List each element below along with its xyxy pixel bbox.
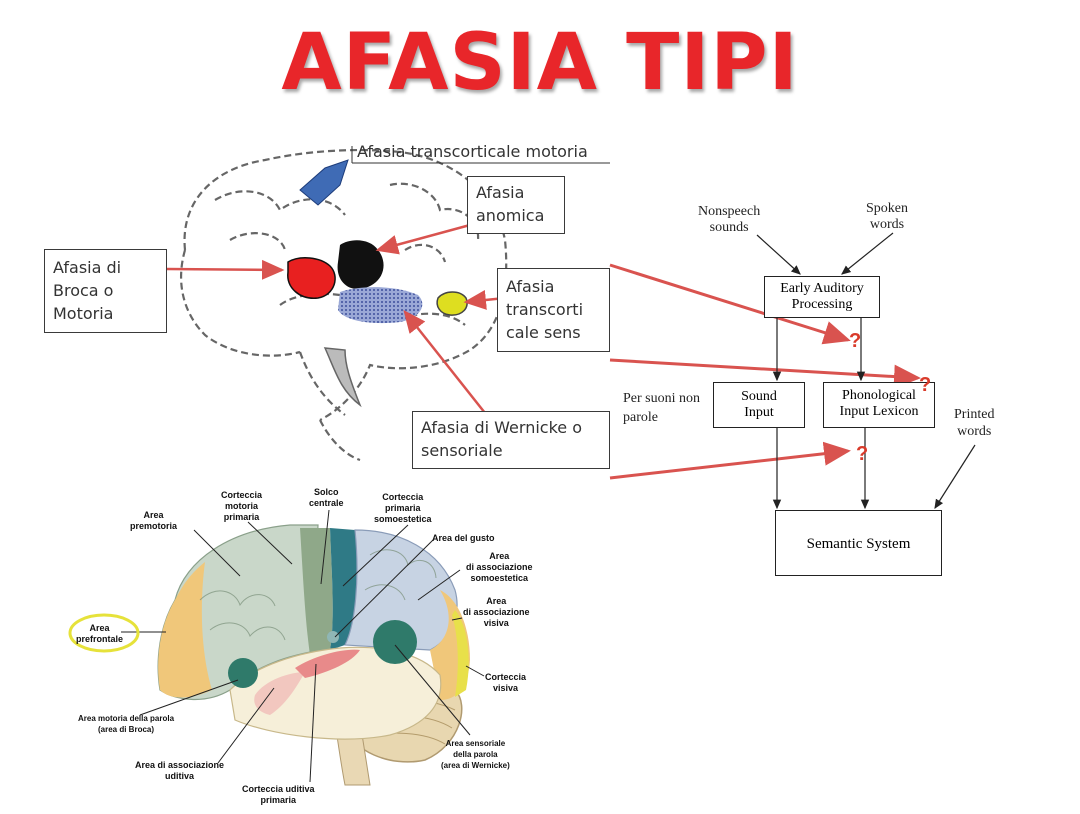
label-corteccia-somoestetica: Corteccia primaria somoestetica [374, 492, 432, 524]
wernicke-area [373, 620, 417, 664]
box-afasia-anomica: Afasia anomica [467, 176, 565, 234]
box-early-auditory-processing: Early Auditory Processing [764, 276, 880, 318]
box-afasia-transcorticale-sens: Afasia transcorti cale sens [497, 268, 610, 352]
label-solco-centrale: Solco centrale [309, 487, 344, 508]
question-mark-early: ? [849, 330, 862, 352]
box-semantic-system: Semantic System [775, 510, 942, 576]
somatosensory-strip [330, 528, 357, 650]
auditory-primary [295, 649, 360, 678]
label-corteccia-uditiva-primaria: Corteccia uditiva primaria [242, 784, 315, 805]
label-assoc-somoestetica: Area di associazione somoestetica [466, 551, 533, 583]
label-area-prefrontale: Area prefrontale [76, 623, 124, 644]
question-mark-semantic: ? [856, 443, 869, 465]
label-corteccia-motoria: Corteccia motoria primaria [221, 490, 263, 522]
box-afasia-wernicke: Afasia di Wernicke o sensoriale [412, 411, 610, 469]
box-afasia-broca: Afasia di Broca o Motoria [44, 249, 167, 333]
label-area-premotoria: Area premotoria [130, 510, 178, 531]
label-transcorticale-motoria: Afasia transcorticale motoria [357, 142, 588, 161]
label-assoc-visiva: Area di associazione visiva [463, 596, 530, 628]
page-title: AFASIA TIPI [281, 18, 799, 108]
label-area-broca: Area motoria della parola (area di Broca… [78, 714, 175, 734]
auditory-association [254, 672, 305, 715]
gustatory-area [327, 631, 339, 643]
label-printed-words: Printed words [954, 407, 995, 439]
visual-cortex [452, 610, 469, 697]
motor-strip [300, 528, 333, 655]
prefrontal [158, 562, 212, 698]
label-area-wernicke: Area sensoriale della parola (area di We… [441, 739, 510, 770]
transcorticale-motoria-region [299, 159, 349, 206]
prefrontal-highlight-ring [68, 613, 140, 653]
anomica-region [337, 240, 384, 290]
temporal-lobe [229, 646, 442, 740]
label-nonspeech-sounds: Nonspeech sounds [698, 204, 761, 235]
box-phonological-input-lexicon: Phonological Input Lexicon [823, 382, 935, 428]
label-spoken-words: Spoken words [866, 201, 908, 232]
label-assoc-uditiva: Area di associazione uditiva [135, 760, 225, 781]
broca-region [287, 257, 336, 299]
broca-area [228, 658, 258, 688]
wernicke-region [338, 287, 423, 324]
question-mark-phonological: ? [919, 374, 932, 396]
transcorticale-sens-region [436, 291, 468, 316]
label-area-gusto: Area del gusto [432, 533, 495, 543]
label-per-suoni-non-parole: Per suoni non parole [623, 391, 700, 425]
label-corteccia-visiva: Corteccia visiva [485, 672, 527, 693]
box-sound-input: Sound Input [713, 382, 805, 428]
